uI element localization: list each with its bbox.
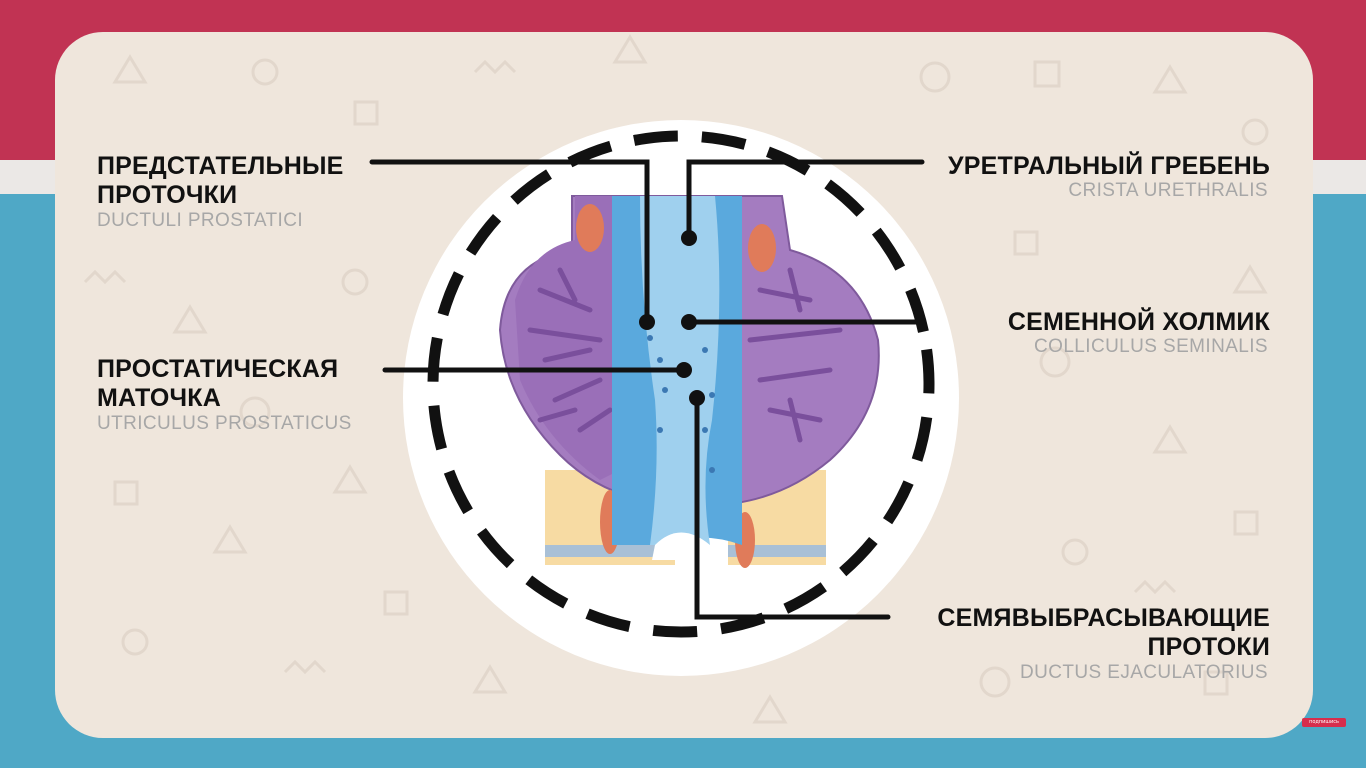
subscribe-badge[interactable]: подпишись — [1302, 718, 1346, 727]
label-ductus-title-line-2: ПРОТОКИ — [1147, 633, 1270, 661]
label-crista-latin: CRISTA URETHRALIS — [1068, 180, 1268, 201]
label-crista-urethralis: УРЕТРАЛЬНЫЙ ГРЕБЕНЬ — [948, 152, 1270, 180]
label-ductuli-prostatici: ПРЕДСТАТЕЛЬНЫЕ ПРОТОЧКИ — [97, 152, 344, 210]
urethra-channel — [612, 196, 742, 560]
label-utriculus-title-line-2: МАТОЧКА — [97, 384, 222, 412]
label-colliculus-seminalis: СЕМЕННОЙ ХОЛМИК — [1007, 308, 1270, 336]
label-ductuli-title-line-2: ПРОТОЧКИ — [97, 181, 238, 209]
label-utriculus-prostaticus: ПРОСТАТИЧЕСКАЯ МАТОЧКА — [97, 355, 338, 413]
label-colliculus-latin: COLLICULUS SEMINALIS — [1034, 336, 1268, 357]
label-ductuli-latin: DUCTULI PROSTATICI — [97, 210, 304, 231]
label-ductuli-title-line-1: ПРЕДСТАТЕЛЬНЫЕ — [97, 152, 344, 180]
label-utriculus-latin: UTRICULUS PROSTATICUS — [97, 413, 352, 434]
label-ductus-latin: DUCTUS EJACULATORIUS — [1020, 662, 1268, 683]
label-ductus-title-line-1: СЕМЯВЫБРАСЫВАЮЩИЕ — [937, 604, 1270, 632]
label-ductus-ejaculatorius: СЕМЯВЫБРАСЫВАЮЩИЕ ПРОТОКИ — [937, 604, 1270, 662]
label-utriculus-title-line-1: ПРОСТАТИЧЕСКАЯ — [97, 355, 339, 383]
leader-lines — [369, 159, 925, 620]
dashed-highlight-ring — [427, 130, 935, 638]
memphis-pattern — [83, 34, 1269, 724]
